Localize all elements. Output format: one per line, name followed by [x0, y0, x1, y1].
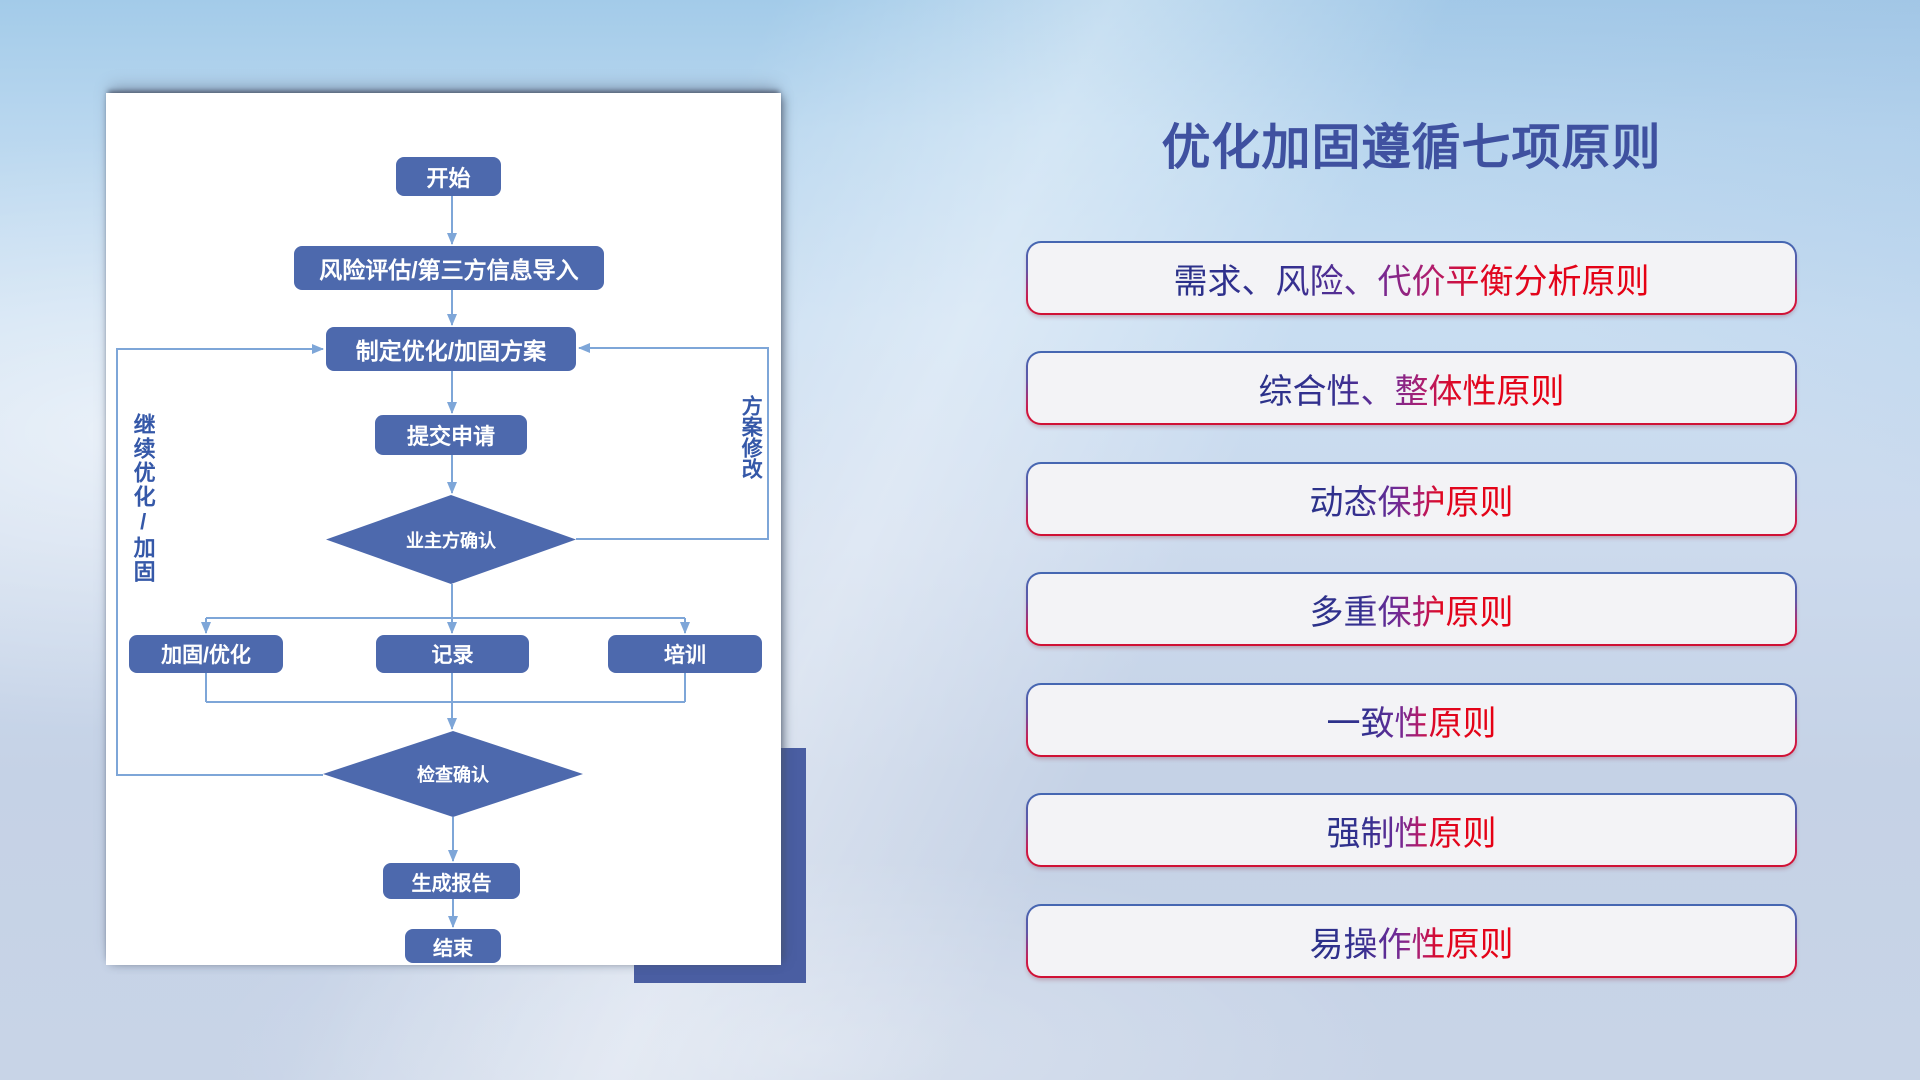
principle-6-label: 强制性原则 [1327, 806, 1497, 855]
principle-box-3-inner: 动态保护原则 [1028, 464, 1795, 534]
principle-box-2-inner: 综合性、整体性原则 [1028, 353, 1795, 423]
node-reinforce-label: 加固/优化 [161, 644, 251, 667]
node-make-plan: 制定优化/加固方案 [326, 327, 576, 371]
principle-box-1-inner: 需求、风险、代价平衡分析原则 [1028, 243, 1795, 313]
node-record-label: 记录 [431, 644, 474, 667]
principle-box-3: 动态保护原则 [1026, 462, 1797, 536]
principle-box-6: 强制性原则 [1026, 793, 1797, 867]
page-title: 优化加固遵循七项原则 [1161, 121, 1662, 175]
principle-box-4: 多重保护原则 [1026, 572, 1797, 646]
principle-2-label: 综合性、整体性原则 [1259, 364, 1565, 413]
principle-5-label: 一致性原则 [1327, 696, 1497, 745]
node-start-label: 开始 [426, 165, 471, 191]
node-training-label: 培训 [664, 644, 706, 667]
principle-box-5: 一致性原则 [1026, 683, 1797, 757]
principle-box-6-inner: 强制性原则 [1028, 795, 1795, 865]
node-check-label: 检查确认 [417, 765, 489, 785]
principle-box-4-inner: 多重保护原则 [1028, 574, 1795, 644]
node-submit-label: 提交申请 [406, 424, 495, 449]
flowchart-panel: 开始 风险评估/第三方信息导入 制定优化/加固方案 提交申请 业主方确认 加固/… [106, 93, 781, 965]
principle-7-label: 易操作性原则 [1310, 917, 1514, 966]
node-end: 结束 [405, 929, 501, 963]
flow-connectors [116, 196, 769, 928]
principle-box-2: 综合性、整体性原则 [1026, 351, 1797, 425]
principle-4-label: 多重保护原则 [1310, 585, 1514, 634]
principle-box-5-inner: 一致性原则 [1028, 685, 1795, 755]
principle-box-7-inner: 易操作性原则 [1028, 906, 1795, 976]
node-confirm-label: 业主方确认 [406, 530, 496, 551]
node-reinforce-optimize: 加固/优化 [129, 635, 283, 673]
node-risk-label: 风险评估/第三方信息导入 [319, 257, 579, 283]
principle-box-1: 需求、风险、代价平衡分析原则 [1026, 241, 1797, 315]
node-start: 开始 [396, 157, 501, 196]
node-end-label: 结束 [433, 937, 473, 960]
principle-box-7: 易操作性原则 [1026, 904, 1797, 978]
principle-1-label: 需求、风险、代价平衡分析原则 [1174, 254, 1650, 303]
node-submit: 提交申请 [375, 415, 527, 455]
node-training: 培训 [608, 635, 762, 673]
node-risk-assessment: 风险评估/第三方信息导入 [294, 246, 604, 290]
loop-label-continue-optimize: 继续优化/加固 [130, 413, 156, 584]
node-report-label: 生成报告 [411, 872, 492, 895]
node-record: 记录 [376, 635, 529, 673]
node-generate-report: 生成报告 [383, 863, 520, 899]
principle-3-label: 动态保护原则 [1310, 475, 1514, 524]
loop-label-plan-revision: 方案修改 [739, 395, 763, 479]
node-plan-label: 制定优化/加固方案 [355, 338, 547, 364]
